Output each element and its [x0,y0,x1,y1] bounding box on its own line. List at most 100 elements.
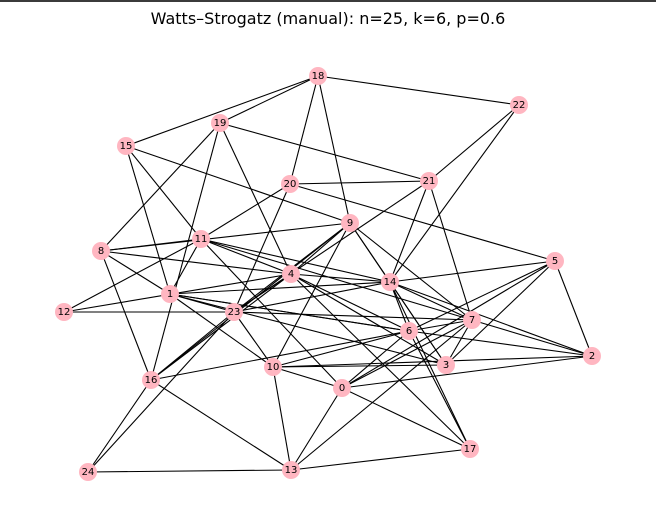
edge-11-4 [200,238,292,275]
edge-4-6 [290,273,410,332]
edge-17-4 [290,273,471,450]
node-5: 5 [546,252,564,270]
edge-18-9 [317,75,351,224]
node-label-14: 14 [384,277,397,288]
node-circle-3 [437,356,455,374]
node-circle-5 [546,252,564,270]
node-circle-13 [282,461,300,479]
node-16: 16 [142,371,160,389]
node-label-21: 21 [423,176,436,187]
edge-6-1 [169,293,410,332]
edge-20-5 [289,183,556,262]
edge-14-23 [233,281,391,313]
node-3: 3 [437,356,455,374]
node-label-2: 2 [589,351,595,362]
node-label-24: 24 [82,467,95,478]
node-15: 15 [117,137,135,155]
edge-0-17 [341,387,471,450]
edge-1-3 [169,293,447,366]
edge-11-14 [200,238,391,283]
node-label-9: 9 [347,218,353,229]
node-4: 4 [282,265,300,283]
node-18: 18 [309,67,327,85]
node-circle-7 [463,311,481,329]
edge-20-23 [233,183,291,313]
node-17: 17 [461,440,479,458]
node-circle-23 [225,303,243,321]
edge-14-3 [389,281,447,366]
edge-11-7 [200,238,473,321]
node-circle-19 [211,114,229,132]
node-23: 23 [225,303,243,321]
node-label-23: 23 [228,307,241,318]
edge-9-10 [272,222,351,368]
node-circle-15 [117,137,135,155]
edge-6-0 [341,330,410,389]
node-circle-12 [55,303,73,321]
edge-6-16 [150,330,410,381]
edge-14-7 [389,281,473,321]
node-label-17: 17 [464,444,477,455]
edge-11-8 [100,238,202,252]
node-label-5: 5 [552,256,558,267]
node-11: 11 [192,230,210,248]
node-circle-1 [161,285,179,303]
edges-layer [63,75,593,473]
node-circle-24 [79,463,97,481]
edge-7-0 [341,319,473,389]
node-label-12: 12 [58,307,71,318]
node-circle-9 [341,214,359,232]
node-circle-14 [381,273,399,291]
edge-15-9 [125,145,351,224]
edge-24-13 [87,469,292,473]
node-circle-0 [333,379,351,397]
edge-5-14 [389,260,556,283]
node-14: 14 [381,273,399,291]
edge-23-10 [233,311,274,368]
edge-16-24 [87,379,152,473]
edge-19-16 [150,122,221,381]
edge-8-16 [100,250,152,381]
node-12: 12 [55,303,73,321]
top-border [0,0,656,2]
node-label-6: 6 [406,326,412,337]
node-2: 2 [583,347,601,365]
edge-18-20 [289,75,319,185]
edge-21-14 [389,180,430,283]
edge-9-4 [290,222,351,275]
node-6: 6 [400,322,418,340]
node-label-15: 15 [120,141,133,152]
node-label-22: 22 [513,100,526,111]
edge-10-13 [272,366,292,471]
node-circle-11 [192,230,210,248]
edge-21-20 [289,180,430,185]
edge-6-10 [272,330,410,368]
edge-6-7 [408,319,473,332]
edge-2-10 [272,355,593,368]
node-label-8: 8 [98,246,104,257]
node-label-3: 3 [443,360,449,371]
edge-4-3 [290,273,447,366]
node-9: 9 [341,214,359,232]
edge-7-2 [471,319,593,357]
node-21: 21 [420,172,438,190]
node-label-20: 20 [284,179,297,190]
node-1: 1 [161,285,179,303]
node-8: 8 [92,242,110,260]
edge-19-4 [219,122,292,275]
edge-5-3 [445,260,556,366]
node-19: 19 [211,114,229,132]
node-label-7: 7 [469,315,475,326]
edge-18-19 [219,75,319,124]
node-circle-10 [264,358,282,376]
node-circle-4 [282,265,300,283]
edge-6-17 [408,330,471,450]
edge-23-16 [150,311,235,381]
node-label-11: 11 [195,234,208,245]
node-circle-6 [400,322,418,340]
node-label-19: 19 [214,118,227,129]
node-label-10: 10 [267,362,280,373]
edge-18-15 [125,75,319,147]
node-label-4: 4 [288,269,294,280]
